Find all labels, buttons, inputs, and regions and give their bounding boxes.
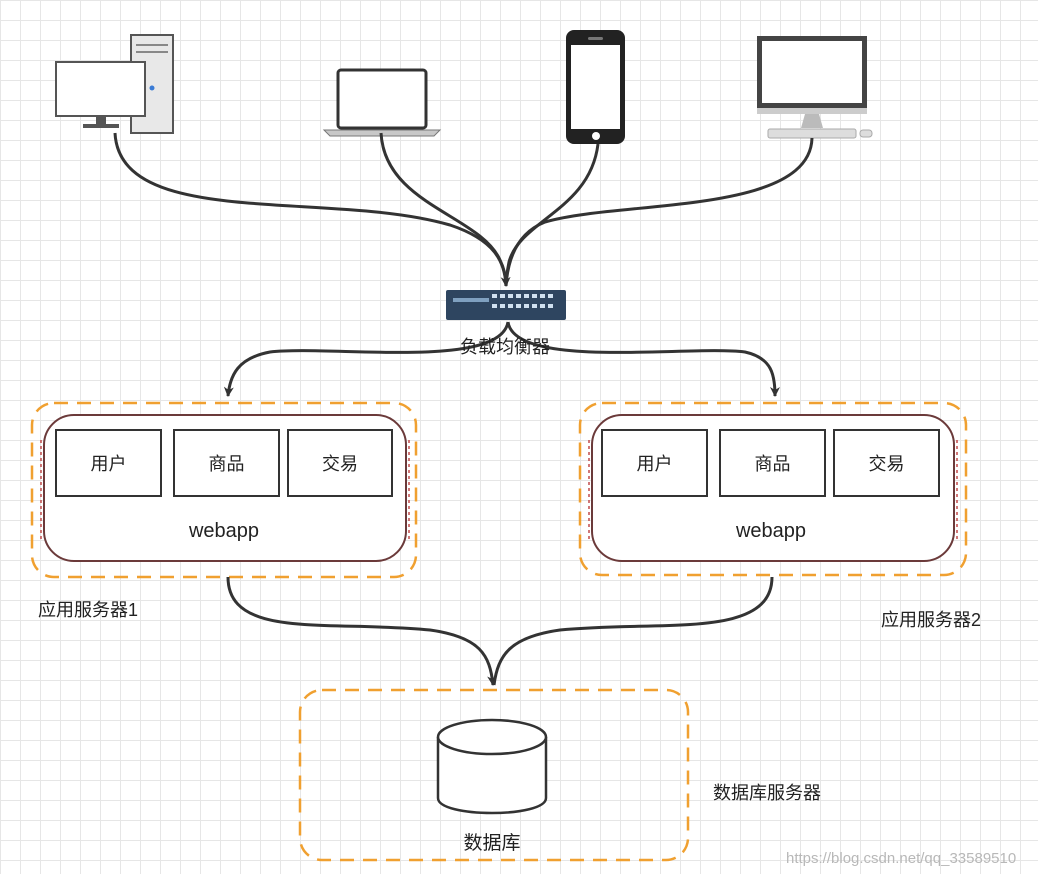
database-icon	[436, 718, 548, 815]
database-label: 数据库	[463, 833, 521, 854]
database-server-label: 数据库服务器	[713, 783, 821, 803]
module-trade-1: 交易	[287, 429, 393, 497]
app-server-1-border	[30, 401, 418, 579]
module-trade-2: 交易	[833, 429, 940, 497]
webapp-1-label: webapp	[188, 520, 260, 542]
database-server-border	[298, 688, 690, 862]
lb-to-server-connections	[223, 321, 780, 397]
module-user-1: 用户	[55, 429, 162, 497]
module-user-2: 用户	[601, 429, 708, 497]
module-product-2: 商品	[719, 429, 826, 497]
desktop-tower-icon	[55, 34, 174, 134]
load-balancer-label: 负载均衡器	[460, 337, 550, 357]
watermark: https://blog.csdn.net/qq_33589510	[786, 850, 1017, 867]
load-balancer-icon	[446, 290, 566, 320]
client-connections	[113, 132, 814, 287]
app-server-1-label: 应用服务器1	[38, 600, 139, 620]
webapp-2-label: webapp	[735, 520, 807, 542]
smartphone-icon	[566, 30, 625, 144]
module-product-1: 商品	[173, 429, 280, 497]
app-server-2-label: 应用服务器2	[881, 610, 982, 630]
laptop-icon	[322, 68, 442, 137]
server-to-db-connections	[226, 576, 774, 686]
imac-icon	[757, 36, 873, 139]
app-server-2-border	[578, 401, 968, 577]
